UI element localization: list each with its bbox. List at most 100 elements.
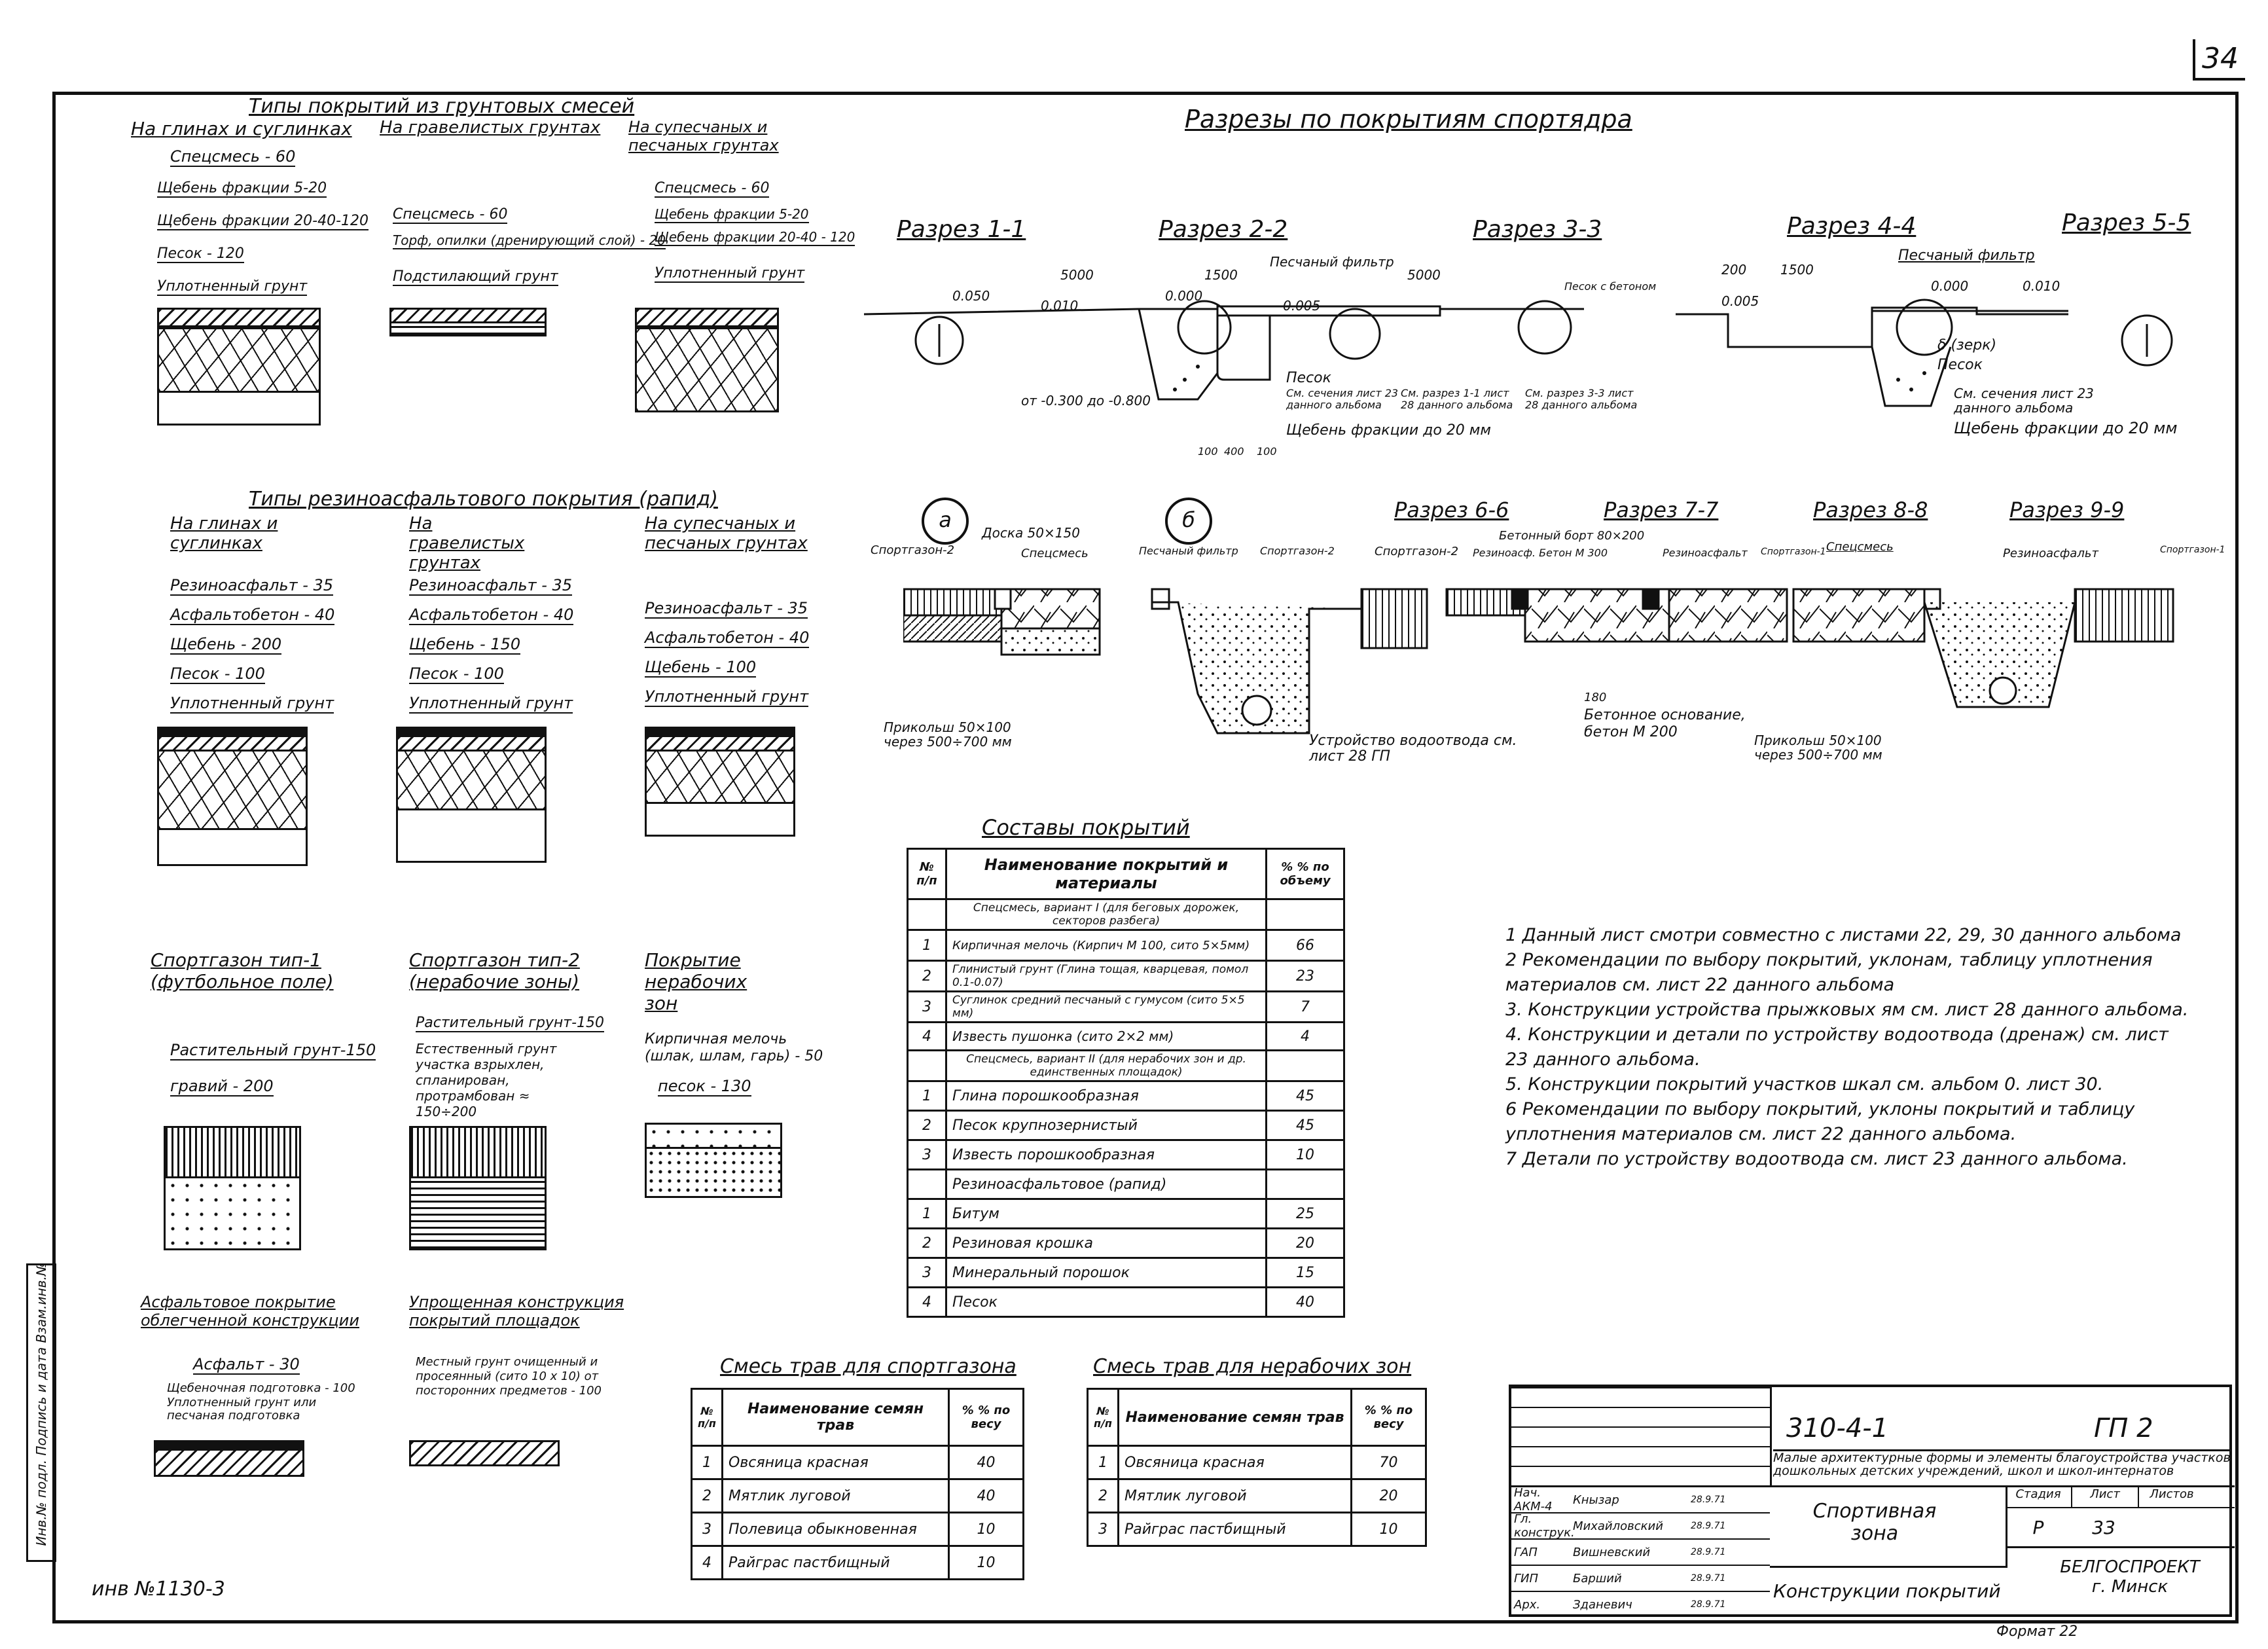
layer-rubber-asphalt <box>157 727 308 737</box>
layer-label: песок - 130 <box>658 1077 751 1096</box>
grass-sport-title: Смесь трав для спортгазона <box>720 1355 1017 1378</box>
note-label: Щебень фракции до 20 мм <box>1286 422 1491 439</box>
col-header: % % по весу <box>948 1388 1024 1447</box>
layer-crushed-stone <box>157 752 308 830</box>
cell: 20 <box>1265 1227 1345 1259</box>
date: 28.9.71 <box>1691 1521 1726 1531</box>
dim-label: 1500 <box>1204 267 1238 283</box>
section-title: Разрез 9-9 <box>2009 498 2125 522</box>
cell <box>1265 1169 1345 1200</box>
cell: Овсяница красная <box>721 1445 950 1480</box>
note-label: Спортгазон-1 <box>1761 547 1826 557</box>
layer-crushed-stone <box>157 327 321 393</box>
level-label: 0.000 <box>1931 278 1969 294</box>
col-header: № п/п <box>1087 1388 1119 1447</box>
notes-list: 1 Данный лист смотри совместно с листами… <box>1505 923 2193 1172</box>
layer-label: Щебень фракции 5-20 <box>655 206 809 223</box>
table-header-row: № п/п Наименование покрытий и материалы … <box>907 848 1345 900</box>
sheet-number: 34 <box>2193 39 2245 81</box>
cell: 15 <box>1265 1257 1345 1288</box>
org-name: БЕЛГОСПРОЕКТ г. Минск <box>2060 1557 2200 1597</box>
left-low-col3: Покрытие нерабочих зон Кирпичная мелочь … <box>645 949 854 1263</box>
layer-label: Уплотненный грунт <box>645 687 809 707</box>
layer-sand <box>645 804 795 837</box>
cell: Резиновая крошка <box>945 1227 1267 1259</box>
side-stamp: Инв.№ подл. Подпись и дата Взам.инв.№ <box>26 1262 56 1562</box>
layer-gravel <box>164 1178 301 1250</box>
col-header: % % по объему <box>1265 848 1345 900</box>
composition-title: Составы покрытий <box>982 815 1190 840</box>
zone-name: Спортивная зона <box>1812 1500 1937 1545</box>
cell: 1 <box>907 1198 947 1229</box>
layer-label: Спецсмесь - 60 <box>655 180 770 198</box>
title-block: 310-4-1 ГП 2 Малые архитектурные формы и… <box>1509 1385 2235 1617</box>
layer-crushed-stone <box>396 752 547 810</box>
person: Кнызар <box>1573 1493 1619 1507</box>
cell: Глина порошкообразная <box>945 1080 1267 1112</box>
section-title: Разрез 8-8 <box>1813 498 1928 522</box>
note-item: 7 Детали по устройству водоотвода см. ли… <box>1505 1149 2128 1169</box>
left-mid-col1: На глинах и суглинках Резиноасфальт - 35… <box>157 514 393 880</box>
person: Барший <box>1573 1571 1622 1586</box>
cell: 66 <box>1265 929 1345 962</box>
layer-specsmes <box>389 308 547 323</box>
note-label: Резиноасфальт <box>1663 547 1748 559</box>
layer-topsoil <box>409 1126 547 1178</box>
cell: 3 <box>907 1257 947 1288</box>
cell: Известь порошкообразная <box>945 1139 1267 1170</box>
cell: 10 <box>948 1512 1024 1547</box>
role: ГАП <box>1514 1545 1538 1559</box>
cell: Спецсмесь, вариант II (для нерабочих зон… <box>945 1049 1267 1082</box>
layer-asphalt-concrete <box>396 737 547 752</box>
layer-base <box>154 1451 304 1477</box>
col-header: Наименование семян трав <box>1117 1388 1352 1447</box>
level-label: 0.010 <box>2023 278 2061 294</box>
sheet-id: ГП 2 <box>2094 1413 2153 1443</box>
title-block-grid <box>1511 1387 1772 1485</box>
note-label: Резиноасф. Бетон М 300 <box>1473 547 1608 559</box>
layer-sand <box>645 1149 782 1198</box>
cell: 2 <box>1087 1478 1119 1513</box>
dim-label: 100 <box>1198 445 1218 458</box>
cell: 2 <box>907 1110 947 1141</box>
cell: 10 <box>1265 1139 1345 1170</box>
section-title: Разрез 1-1 <box>897 216 1026 243</box>
layer-label: гравий - 200 <box>170 1077 274 1096</box>
layer-sand <box>157 393 321 426</box>
dim-label: 5000 <box>1060 267 1094 283</box>
cell: 10 <box>948 1545 1024 1580</box>
layer-sand <box>157 830 308 866</box>
layer-label: Торф, опилки (дренирующий слой) - 20 <box>393 232 666 249</box>
layer-label: Резиноасфальт - 35 <box>645 599 808 619</box>
dim-label: 100 <box>1257 445 1277 458</box>
date: 28.9.71 <box>1691 1573 1726 1584</box>
cell: 40 <box>948 1445 1024 1480</box>
cell <box>1265 898 1345 931</box>
left-mid-col3: На супесчаных и песчаных грунтах Резиноа… <box>645 514 854 880</box>
cell: 25 <box>1265 1198 1345 1229</box>
layer-label: Песок - 100 <box>409 664 504 684</box>
note-label: Спецсмесь <box>1826 540 1894 554</box>
sections-bottom-drawing <box>903 588 2174 734</box>
layer-label: Асфальтобетон - 40 <box>170 606 335 625</box>
layer-label: Щебень - 150 <box>409 635 521 655</box>
col-title: На глинах и суглинках <box>131 118 352 139</box>
layer-rubber-asphalt <box>396 727 547 737</box>
cell: 3 <box>907 1139 947 1170</box>
stage-header: Стадия <box>2006 1487 2072 1507</box>
left-top-col3: На супесчаных и песчаных грунтах Спецсме… <box>628 118 855 432</box>
layer-label: Уплотненный грунт или песчаная подготовк… <box>167 1396 317 1422</box>
note-label: Песчаный фильтр <box>1139 545 1238 557</box>
cell: 70 <box>1350 1445 1427 1480</box>
table-row: Спецсмесь, вариант II (для нерабочих зон… <box>907 1049 1345 1082</box>
note-label: Песчаный фильтр <box>1898 247 2035 264</box>
